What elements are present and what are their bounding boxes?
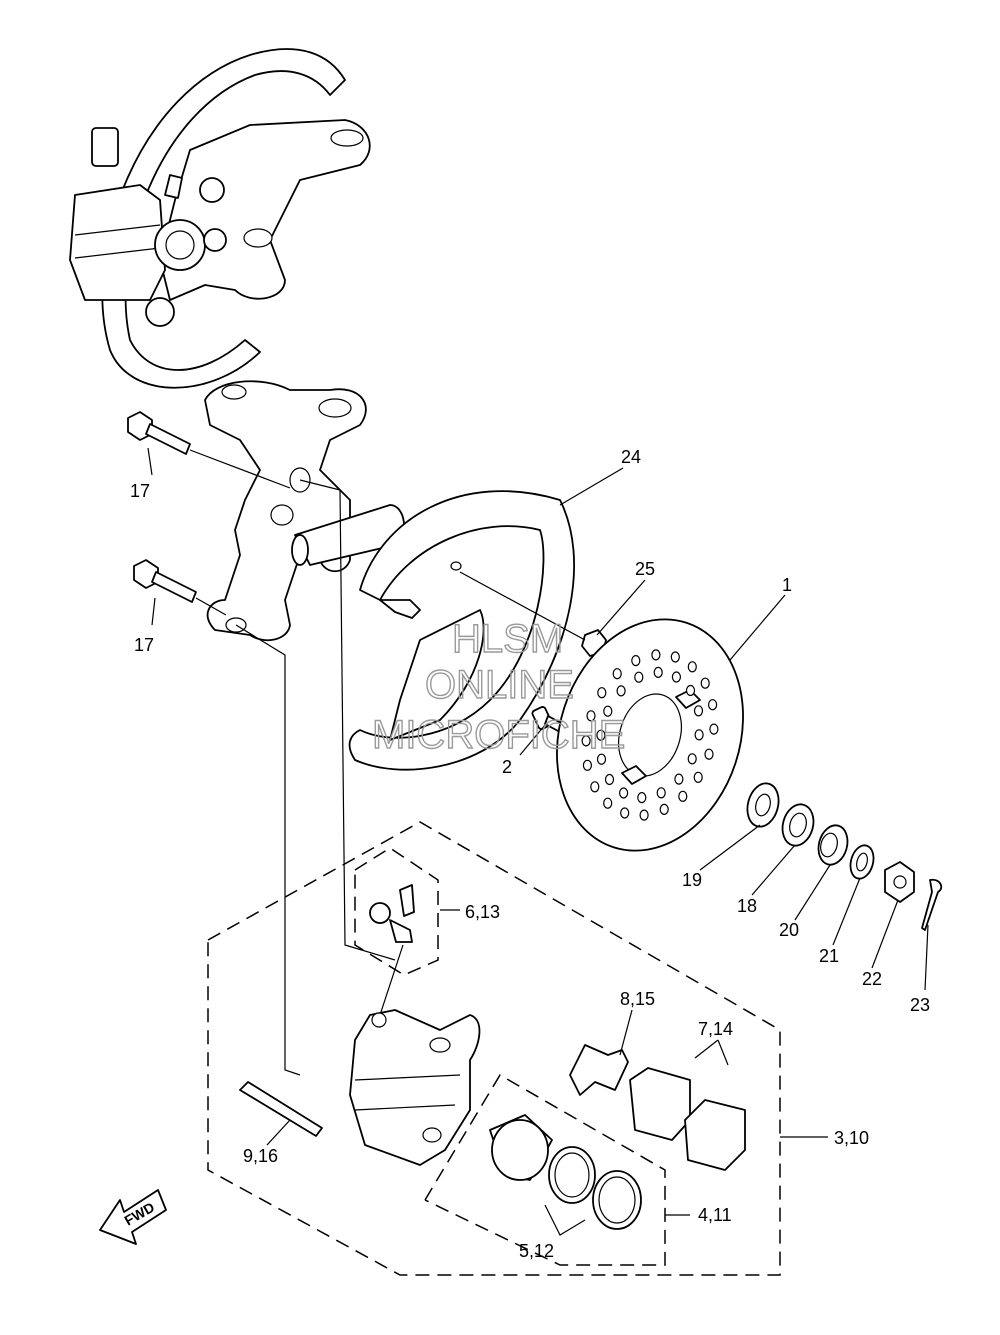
collar-20	[817, 824, 849, 866]
label-25: 25	[635, 559, 655, 579]
disc-vent-hole	[687, 753, 697, 765]
piston-seal-box	[424, 1073, 666, 1266]
label-4-11: 4,11	[698, 1205, 732, 1225]
cotter-pin-23	[921, 878, 943, 931]
disc-vent-hole	[590, 781, 600, 793]
disc-vent-hole	[616, 685, 626, 697]
label-2: 2	[502, 757, 512, 777]
callout-labels: 24 25 1 2 17 17 19 18 20 21 22 23 6,13 8…	[130, 447, 930, 1261]
disc-vent-hole	[581, 735, 591, 747]
label-7-14: 7,14	[698, 1019, 733, 1039]
leader-bolt-caliper	[235, 624, 301, 1076]
disc-vent-hole	[634, 671, 644, 683]
disc-vent-hole	[603, 797, 613, 809]
label-21: 21	[819, 946, 839, 966]
watermark: HLSM ONLINE MICROFICHE	[371, 616, 626, 757]
label-19: 19	[682, 870, 702, 890]
label-17-lower: 17	[134, 635, 154, 655]
label-18: 18	[737, 896, 757, 916]
label-9-16: 9,16	[243, 1146, 278, 1166]
label-20: 20	[779, 920, 799, 940]
washer-21	[849, 844, 875, 880]
disc-vent-hole	[651, 649, 661, 661]
brake-pad-7-14-b	[684, 1099, 746, 1171]
brake-shield-24	[348, 490, 575, 771]
disc-vent-hole	[656, 787, 666, 799]
brake-pad-7-14-a	[629, 1067, 691, 1141]
leader-bolt-25	[459, 571, 586, 641]
leader-bleeder	[379, 944, 404, 1016]
slide-pin-9-16	[239, 1081, 323, 1137]
disc-vent-hole	[582, 759, 593, 771]
disc-vent-hole	[659, 803, 669, 816]
disc-vent-hole	[586, 710, 596, 722]
disc-vent-hole	[670, 651, 680, 663]
washer-19	[746, 782, 780, 828]
assembled-view	[69, 48, 371, 389]
disc-vent-hole	[612, 668, 622, 680]
fwd-arrow: FWD	[99, 1189, 167, 1245]
label-22: 22	[862, 969, 882, 989]
label-leaders	[147, 447, 929, 1236]
caliper-assembly-box	[207, 821, 781, 1276]
brake-disc-1	[556, 618, 744, 852]
disc-vent-hole	[596, 729, 606, 741]
pad-spring-8-15	[569, 1044, 629, 1096]
disc-vent-hole	[674, 773, 684, 785]
leader-knuckle-caliper	[299, 479, 396, 961]
disc-vent-hole	[620, 807, 630, 819]
label-3-10: 3,10	[834, 1128, 869, 1148]
bleeder-box	[354, 847, 439, 976]
label-1: 1	[782, 575, 792, 595]
bolt-17-lower	[133, 559, 197, 603]
disc-vent-hole	[631, 654, 641, 667]
watermark-line-1: HLSM	[452, 617, 563, 661]
disc-vent-hole	[709, 723, 719, 735]
disc-vent-hole	[700, 677, 710, 689]
bolt-17-upper	[127, 411, 191, 455]
label-6-13: 6,13	[465, 902, 500, 922]
disc-vent-hole	[687, 661, 697, 673]
disc-vent-hole	[707, 699, 718, 711]
bearing-18	[781, 803, 815, 847]
disc-vent-hole	[693, 771, 703, 783]
seal-5-12-a	[548, 1146, 596, 1204]
disc-vent-hole	[618, 787, 629, 799]
disc-vent-hole	[671, 671, 682, 683]
disc-vent-hole	[693, 705, 704, 717]
disc-vent-hole	[603, 705, 613, 717]
disc-vent-hole	[596, 753, 607, 765]
leader-bolt-lower	[195, 597, 227, 616]
disc-vent-hole	[694, 729, 704, 741]
disc-vent-hole	[685, 684, 696, 697]
disc-vent-hole	[678, 790, 688, 802]
watermark-line-3: MICROFICHE	[372, 713, 625, 757]
steering-knuckle	[204, 380, 405, 642]
label-17-upper: 17	[130, 481, 150, 501]
bleeder-6-13	[369, 884, 415, 943]
label-5-12: 5,12	[519, 1241, 554, 1261]
label-8-15: 8,15	[620, 989, 655, 1009]
leader-bolt-upper	[189, 449, 291, 489]
disc-vent-hole	[639, 809, 649, 821]
disc-vent-hole	[653, 666, 663, 679]
seal-5-12-b	[592, 1170, 642, 1230]
castle-nut-22	[884, 861, 915, 903]
label-23: 23	[910, 995, 930, 1015]
watermark-line-2: ONLINE	[425, 663, 574, 707]
piston-4-11	[489, 1114, 553, 1181]
disc-vent-hole	[604, 773, 615, 786]
disc-vent-hole	[704, 748, 714, 760]
label-24: 24	[621, 447, 641, 467]
disc-vent-hole	[597, 687, 607, 699]
caliper-body	[349, 1009, 481, 1166]
disc-vent-hole	[637, 791, 647, 804]
